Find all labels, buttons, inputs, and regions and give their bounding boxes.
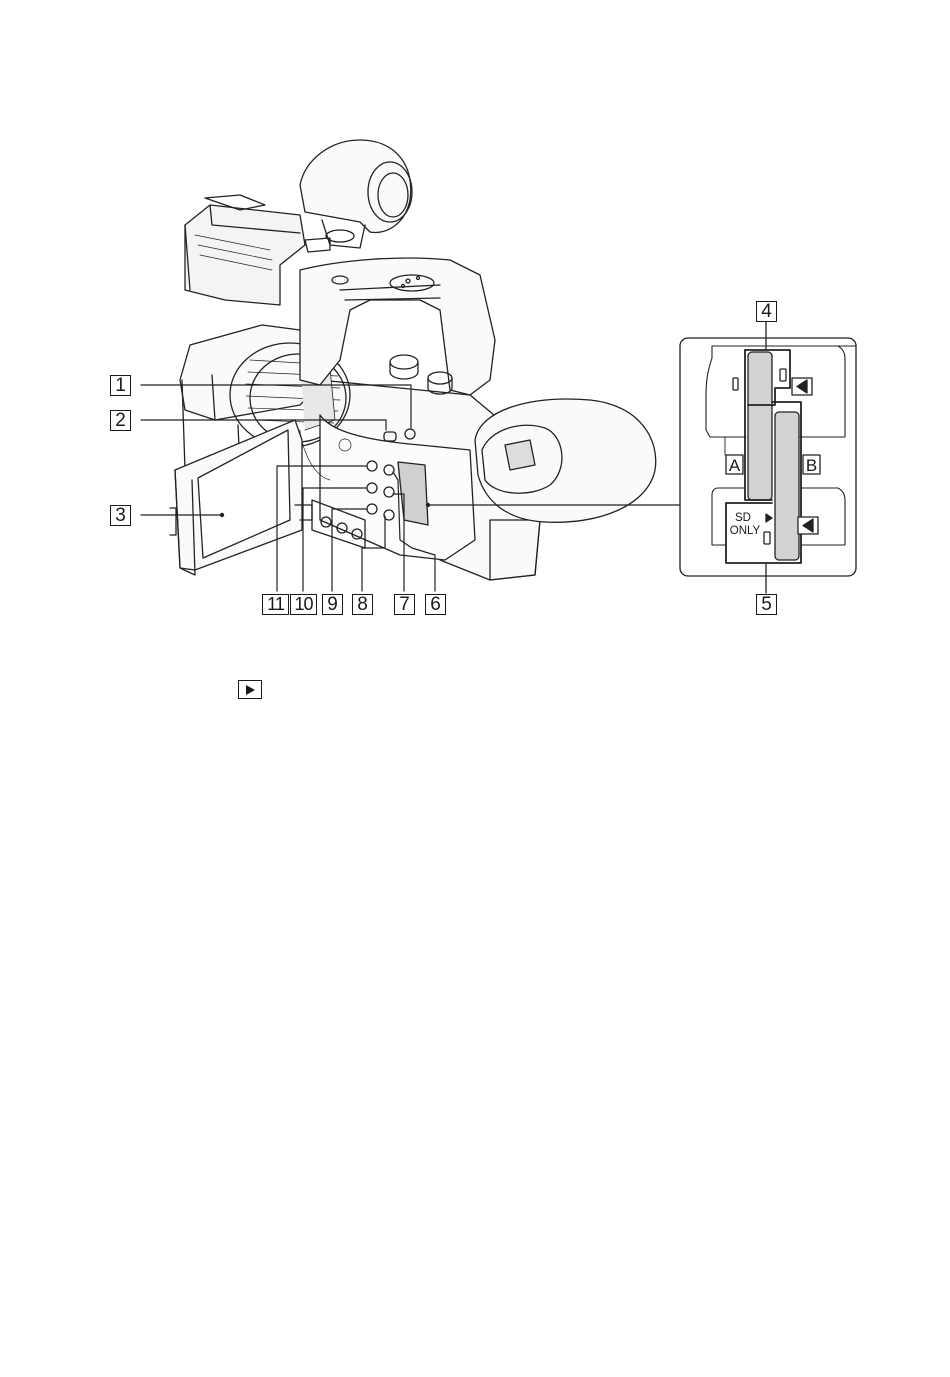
callout-5: 5 (756, 594, 777, 615)
camcorder-illustration (170, 140, 656, 580)
slot-a-label: A (729, 456, 741, 475)
play-icon (238, 680, 262, 699)
media-slot-inset (680, 322, 856, 593)
callout-9: 9 (322, 594, 343, 615)
callout-10: 10 (290, 594, 317, 615)
callout-7: 7 (394, 594, 415, 615)
sd-only-label-line1: SD (735, 512, 751, 524)
callout-4: 4 (756, 301, 777, 322)
callout-11: 11 (262, 594, 289, 615)
callout-1: 1 (110, 375, 131, 396)
sd-only-label-line2: ONLY (730, 525, 761, 537)
eject-arrow-icon (798, 517, 818, 534)
callout-6: 6 (425, 594, 446, 615)
callout-2: 2 (110, 410, 131, 431)
eject-arrow-icon (792, 378, 812, 395)
callout-3: 3 (110, 505, 131, 526)
slot-b-label: B (806, 456, 817, 475)
callout-8: 8 (352, 594, 373, 615)
